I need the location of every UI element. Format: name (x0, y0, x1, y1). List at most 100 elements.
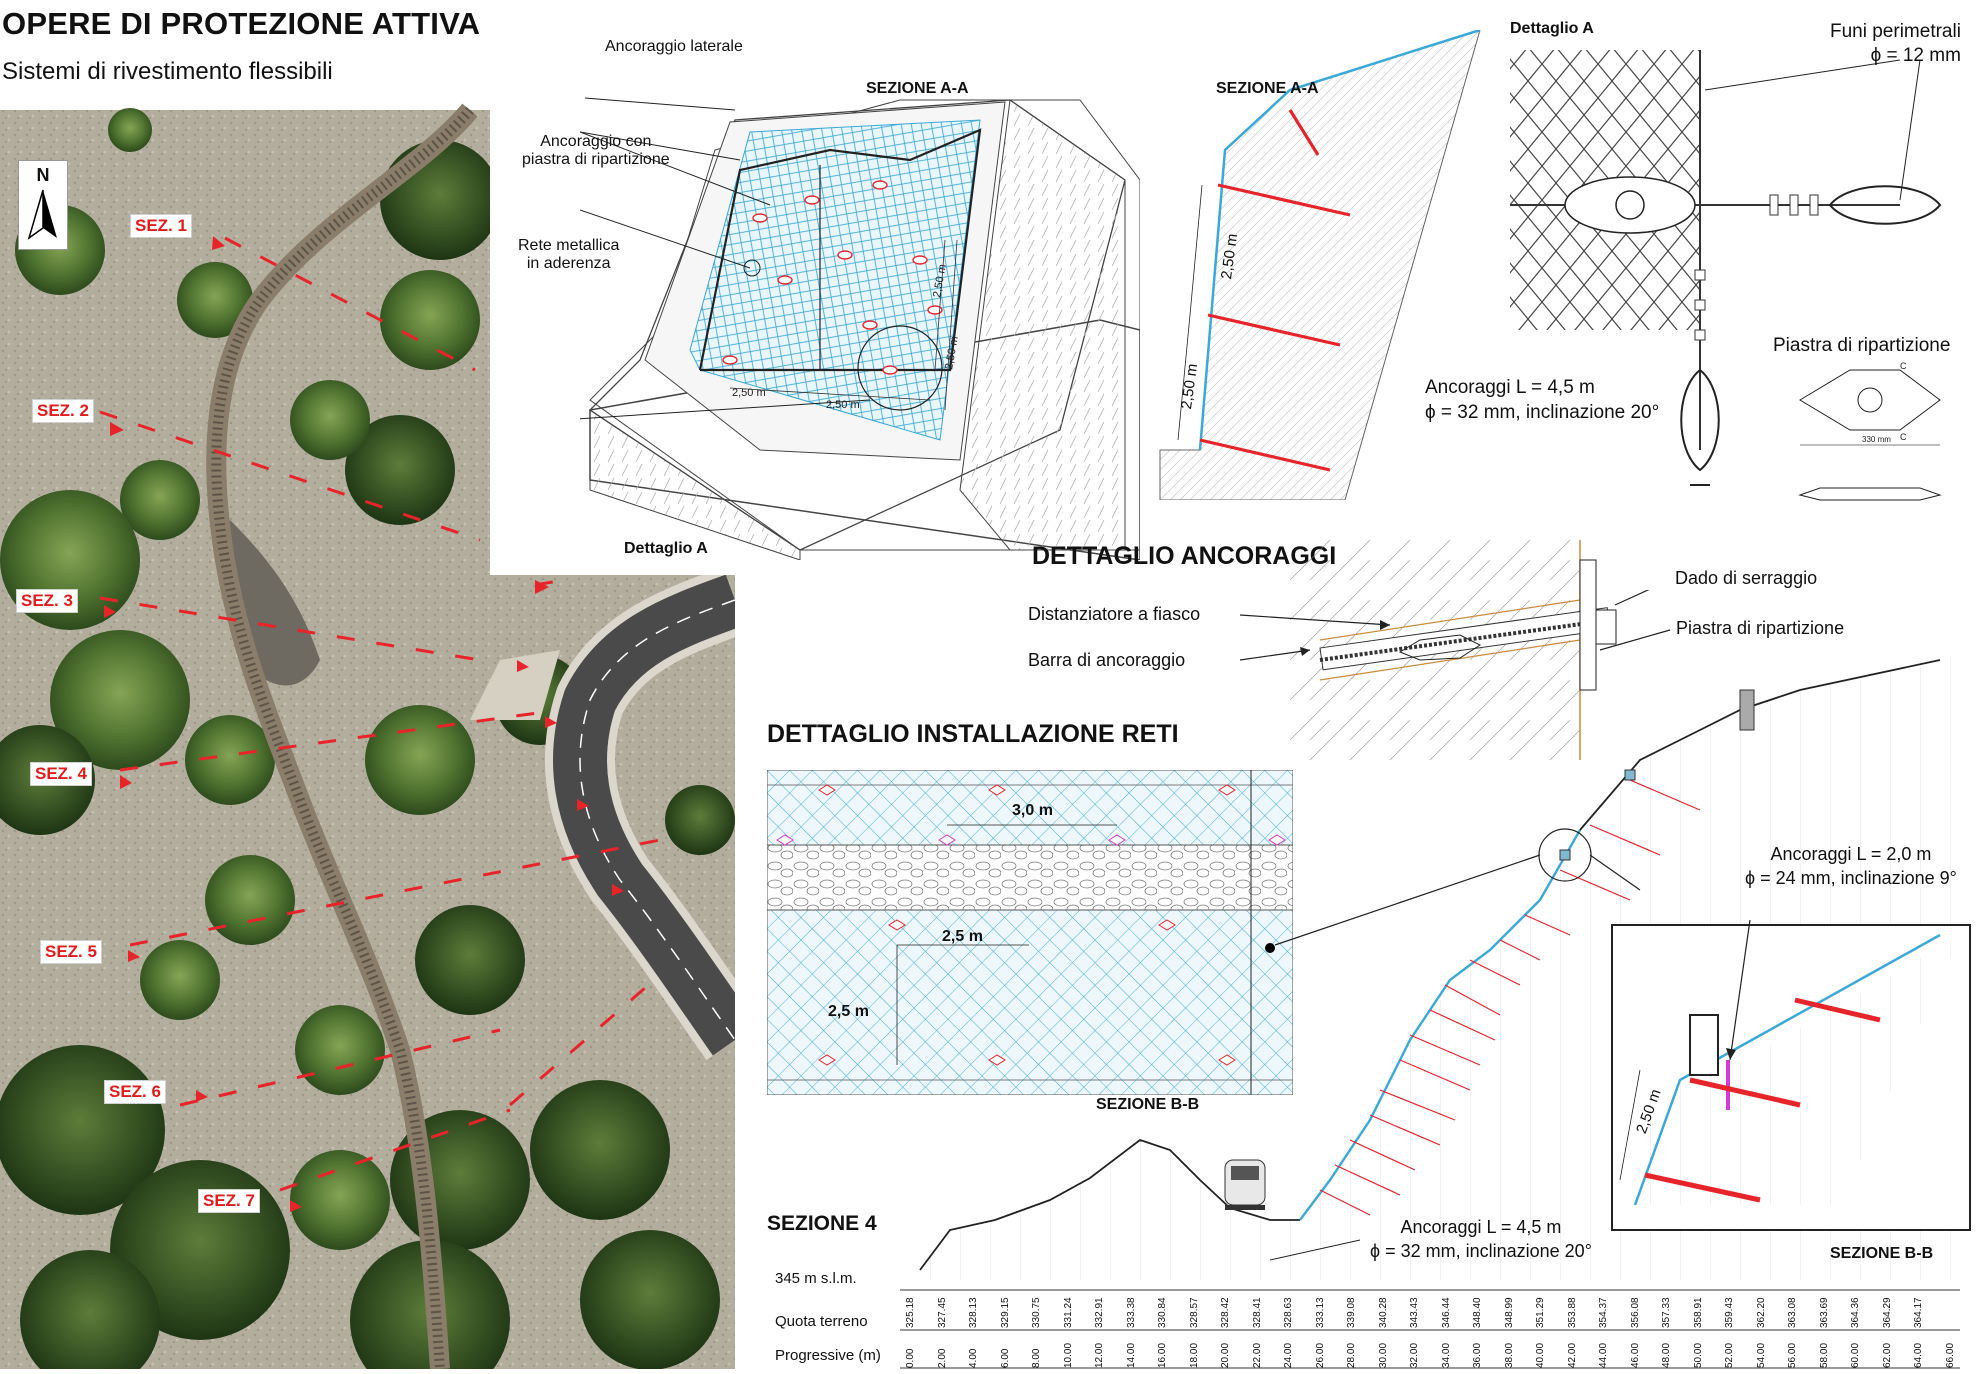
detail-a-drawing: 330 mm C C (1500, 30, 1980, 510)
quota-cell: 357.33 (1661, 1297, 1672, 1328)
section-tag-5: SEZ. 5 (40, 940, 102, 964)
quota-cell: 332.91 (1094, 1297, 1105, 1328)
label-anchor-bar: Barra di ancoraggio (1028, 650, 1186, 670)
progressive-cell: 52.00 (1724, 1342, 1735, 1368)
detail-a-ropes-line1: Funi perimetrali (1830, 21, 1961, 42)
label-spacer: Distanziatore a fiasco (1028, 604, 1201, 624)
progressive-cell: 8.00 (1031, 1348, 1042, 1368)
quota-cell: 328.42 (1220, 1297, 1231, 1328)
quota-cell: 363.69 (1818, 1297, 1830, 1328)
quota-cell: 331.24 (1062, 1297, 1074, 1328)
quota-cell: 348.99 (1503, 1297, 1515, 1328)
iso-block-drawing: 2,50 m 2,50 m 2,50 m 2,50 m (559, 70, 1141, 561)
label-plate-anchor-line2: piastra di ripartizione (522, 151, 670, 168)
net-dim-30: 3,0 m (1012, 802, 1053, 819)
progressive-cell: 44.00 (1598, 1342, 1609, 1368)
progressive-cell: 46.00 (1629, 1342, 1641, 1368)
section-aa-anchor-note: Ancoraggi L = 4,5 m ϕ = 32 mm, inclinazi… (1425, 375, 1659, 425)
quota-cell: 327.45 (936, 1297, 948, 1328)
section-aa-anchor-line1: Ancoraggi L = 4,5 m (1425, 377, 1595, 398)
profile-heading: SEZIONE 4 (767, 1212, 877, 1235)
quota-cell: 329.15 (999, 1297, 1011, 1328)
page-subtitle: Sistemi di rivestimento flessibili (2, 58, 333, 85)
progressive-cell: 42.00 (1566, 1342, 1578, 1368)
progressive-cell: 4.00 (968, 1348, 979, 1368)
quota-cell: 353.88 (1566, 1297, 1578, 1328)
quota-cell: 330.75 (1031, 1297, 1042, 1328)
quota-cell: 330.84 (1157, 1297, 1168, 1328)
quota-cell: 346.44 (1440, 1297, 1452, 1328)
plate-dim: 330 mm (1862, 435, 1891, 444)
quota-cell: 328.57 (1188, 1297, 1200, 1328)
profile-datum: 345 m s.l.m. (775, 1270, 857, 1287)
quota-cell: 333.13 (1314, 1297, 1326, 1328)
progressive-cell: 50.00 (1692, 1342, 1704, 1368)
quota-cell: 363.08 (1787, 1297, 1798, 1328)
section-tag-4: SEZ. 4 (30, 762, 92, 786)
label-net: Rete metallica in aderenza (518, 237, 619, 273)
section-aa-drawing: 2,50 m 2,50 m (1140, 28, 1490, 501)
quota-cell: 339.08 (1346, 1297, 1357, 1328)
quota-cell: 343.43 (1409, 1297, 1420, 1328)
section-aa-anchor-line2: ϕ = 32 mm, inclinazione 20° (1425, 402, 1660, 423)
label-anchor-plate: Piastra di ripartizione (1676, 618, 1845, 638)
progressive-cell: 20.00 (1220, 1342, 1231, 1368)
section-tag-6: SEZ. 6 (104, 1080, 166, 1104)
progressive-cell: 62.00 (1881, 1342, 1893, 1368)
section-tag-7: SEZ. 7 (198, 1189, 260, 1213)
net-install-heading: DETTAGLIO INSTALLAZIONE RETI (767, 720, 1179, 748)
quota-cell: 333.38 (1125, 1297, 1137, 1328)
progressive-cell: 48.00 (1661, 1342, 1672, 1368)
label-detail-a: Dettaglio A (624, 540, 708, 557)
progressive-cell: 14.00 (1125, 1342, 1137, 1368)
progressive-cell: 60.00 (1850, 1342, 1861, 1368)
iso-heading: SEZIONE A-A (866, 80, 969, 97)
north-label: N (36, 165, 50, 185)
inset-section-label: SEZIONE B-B (1830, 1245, 1934, 1262)
section-tag-1: SEZ. 1 (130, 214, 192, 238)
label-nut: Dado di serraggio (1675, 568, 1818, 588)
progressive-cell: 34.00 (1440, 1342, 1452, 1368)
detail-a-ropes-line2: ϕ = 12 mm (1870, 45, 1961, 66)
section-tag-2: SEZ. 2 (32, 399, 94, 423)
progressive-cell: 22.00 (1251, 1342, 1263, 1368)
profile-anchor-upper: Ancoraggi L = 2,0 m ϕ = 24 mm, inclinazi… (1745, 842, 1957, 890)
quota-cell: 362.20 (1755, 1297, 1767, 1328)
net-section-bb-label: SEZIONE B-B (1096, 1096, 1200, 1113)
north-arrow-box: N (18, 160, 68, 250)
quota-cell: 356.08 (1629, 1297, 1641, 1328)
plate-c-1: C (1900, 361, 1907, 371)
quota-cell: 364.36 (1850, 1297, 1861, 1328)
progressive-cell: 32.00 (1409, 1342, 1420, 1368)
progressive-cell: 66.00 (1944, 1342, 1956, 1368)
quota-cell: 325.18 (905, 1297, 916, 1328)
quota-cell: 364.29 (1881, 1297, 1893, 1328)
progressive-cell: 6.00 (999, 1348, 1011, 1368)
profile-anchor-lower-line1: Ancoraggi L = 4,5 m (1400, 1217, 1562, 1237)
quota-cell: 328.63 (1283, 1297, 1294, 1328)
label-plate-anchor: Ancoraggio con piastra di ripartizione (522, 133, 670, 169)
anchor-detail-drawing (1290, 540, 1630, 760)
progressive-cell: 30.00 (1377, 1342, 1389, 1368)
aerial-map: N SEZ. 1 SEZ. 2 SEZ. 3 SEZ. 4 SEZ. 5 SEZ… (0, 0, 764, 1374)
progressive-cell: 24.00 (1283, 1342, 1294, 1368)
progressive-cell: 16.00 (1157, 1342, 1168, 1368)
progressive-cell: 18.00 (1188, 1342, 1200, 1368)
quota-cell: 351.29 (1535, 1297, 1546, 1328)
aerial-photo (0, 103, 764, 1374)
iso-dim-1: 2,50 m (732, 387, 766, 399)
progressive-cell: 2.00 (936, 1348, 948, 1368)
progressive-cell: 58.00 (1818, 1342, 1830, 1368)
quota-cell: 359.43 (1724, 1297, 1735, 1328)
row-label-progressive: Progressive (m) (775, 1347, 881, 1364)
profile-anchor-upper-line1: Ancoraggi L = 2,0 m (1770, 844, 1932, 864)
profile-anchor-lower-line2: ϕ = 32 mm, inclinazione 20° (1370, 1241, 1592, 1261)
profile-anchor-lower: Ancoraggi L = 4,5 m ϕ = 32 mm, inclinazi… (1370, 1215, 1592, 1263)
profile-table-lines (900, 1289, 1960, 1369)
net-dim-25-h: 2,5 m (942, 928, 983, 945)
page-title: OPERE DI PROTEZIONE ATTIVA (2, 6, 481, 41)
label-plate-anchor-line1: Ancoraggio con (540, 133, 652, 150)
progressive-cell: 26.00 (1314, 1342, 1326, 1368)
progressive-cell: 10.00 (1062, 1342, 1074, 1368)
label-lateral-anchor: Ancoraggio laterale (605, 38, 743, 55)
